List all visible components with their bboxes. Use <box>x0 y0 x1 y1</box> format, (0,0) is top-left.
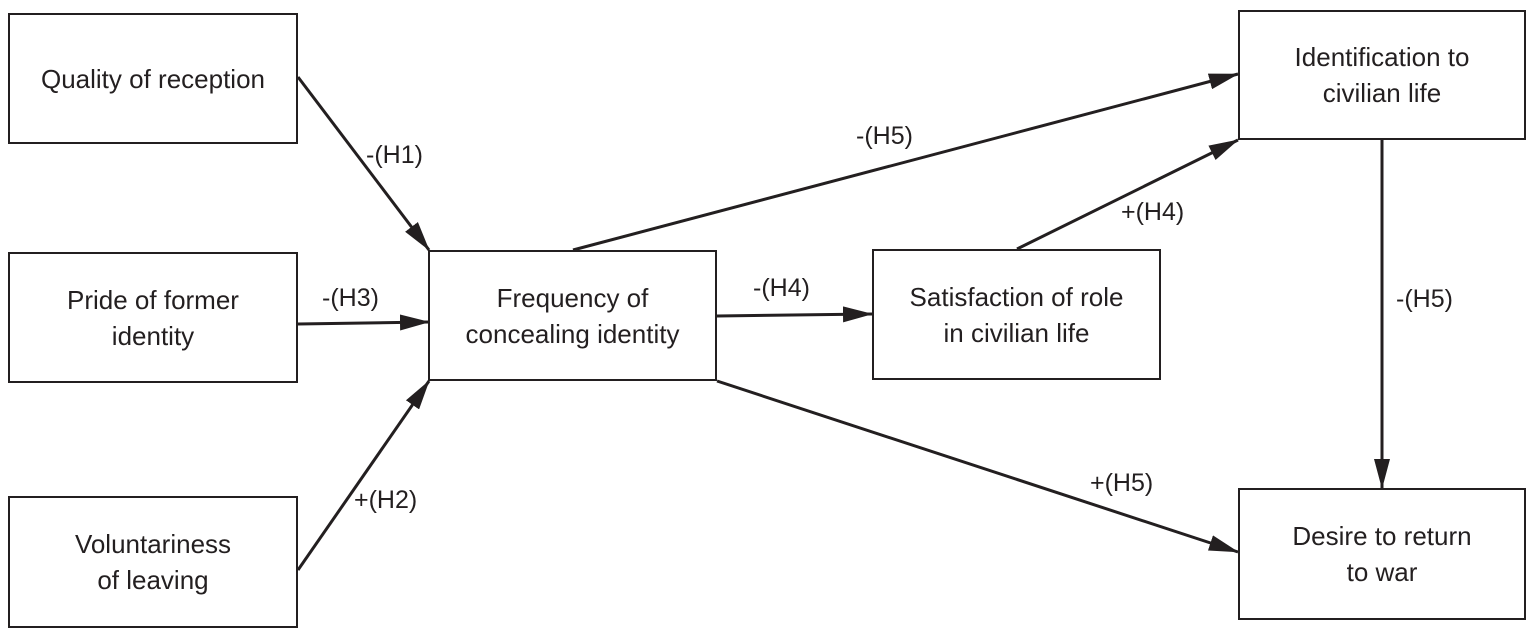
node-label: Quality of reception <box>40 63 265 94</box>
node-desire-to-return-to-war: Desire to return to war <box>1238 488 1526 620</box>
node-label: Voluntariness of leaving <box>74 529 232 595</box>
arrow-frequency-to-desire <box>716 379 1239 554</box>
node-voluntariness-of-leaving: Voluntariness of leaving <box>8 496 298 628</box>
node-frequency-of-concealing-identity: Frequency of concealing identity <box>428 250 717 381</box>
node-quality-of-reception: Quality of reception <box>8 13 298 144</box>
edge-label-h5-right: -(H5) <box>1396 285 1453 313</box>
arrow-frequency-to-identification <box>572 72 1239 252</box>
node-label: Satisfaction of role in civilian life <box>909 281 1124 348</box>
edge-label-h1: -(H1) <box>366 141 423 169</box>
edge-label-h5-top: -(H5) <box>856 122 913 150</box>
edge-label-h5-bottom: +(H5) <box>1090 469 1153 497</box>
node-label: Desire to return to war <box>1292 521 1472 587</box>
edge-label-h3: -(H3) <box>322 284 379 312</box>
node-label: Identification to civilian life <box>1294 42 1470 108</box>
arrow-pride-to-frequency <box>297 314 430 331</box>
arrow-frequency-to-satisfaction <box>716 306 873 323</box>
edge-label-h4-negative: -(H4) <box>753 274 810 302</box>
arrow-quality-to-frequency <box>296 76 431 251</box>
node-identification-to-civilian-life: Identification to civilian life <box>1238 10 1526 140</box>
arrow-voluntariness-to-frequency <box>296 380 431 571</box>
node-label: Pride of former identity <box>67 284 239 351</box>
edge-label-h2: +(H2) <box>354 486 417 514</box>
node-label: Frequency of concealing identity <box>465 282 680 349</box>
node-satisfaction-of-role: Satisfaction of role in civilian life <box>872 249 1161 380</box>
edge-label-h4-positive: +(H4) <box>1121 198 1184 226</box>
arrow-satisfaction-to-identification <box>1016 138 1239 251</box>
node-pride-of-former-identity: Pride of former identity <box>8 252 298 383</box>
